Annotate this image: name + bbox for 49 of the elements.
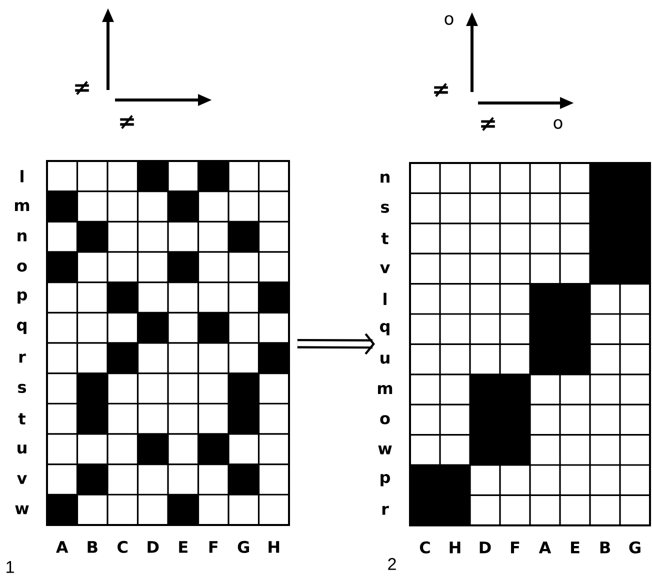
symbol-label: ≠ xyxy=(75,81,89,95)
axis-letter: F xyxy=(511,542,520,554)
axis-letter: v xyxy=(380,264,390,274)
axis-letter: F xyxy=(209,541,218,553)
axis-letter: B xyxy=(600,542,610,554)
axis-letter: s xyxy=(381,204,390,213)
symbol-label: ≠ xyxy=(120,115,134,129)
axis-letter: v xyxy=(17,475,27,484)
axis-letter: o xyxy=(380,415,390,424)
axis-letter: p xyxy=(380,474,390,486)
axis-letter: q xyxy=(380,322,390,336)
axis-letter: E xyxy=(179,541,188,553)
axis-letter: E xyxy=(571,542,580,554)
axis-letter: C xyxy=(118,540,128,553)
axis-letter: n xyxy=(18,232,26,242)
arrow xyxy=(297,333,375,355)
axis-letter: H xyxy=(268,541,280,553)
axis-letter: n xyxy=(380,174,390,183)
axis-letter: r xyxy=(382,506,389,515)
axis-letter: m xyxy=(15,202,30,211)
axis-letter: p xyxy=(18,291,27,304)
axis-letter: o xyxy=(17,262,27,272)
axis-letter: D xyxy=(480,542,491,554)
axis-letter: A xyxy=(56,541,68,553)
axis-letter: C xyxy=(420,541,430,554)
axis-letter: m xyxy=(378,385,392,394)
axis-letter: u xyxy=(380,354,390,364)
axis-letter: r xyxy=(19,354,26,363)
axis-letter: q xyxy=(17,322,26,334)
axis-letter: D xyxy=(148,541,159,553)
symbol-label: o xyxy=(444,15,454,25)
axis-letter: G xyxy=(238,540,250,553)
axis-letter: u xyxy=(18,444,26,454)
axis-letter: t xyxy=(18,413,26,424)
figure-number: 2 xyxy=(388,558,396,570)
axis-letter: B xyxy=(88,541,98,553)
symbol-label: o xyxy=(554,119,562,129)
axis-letter: A xyxy=(538,542,552,554)
figure-number: 1 xyxy=(6,561,14,573)
axis-letter: G xyxy=(629,541,640,554)
axis-letter: s xyxy=(18,384,26,394)
axis-letter: t xyxy=(381,232,388,244)
axis-letter: H xyxy=(450,542,460,554)
axis-letter: l xyxy=(20,170,24,182)
symbol-label: ≠ xyxy=(434,83,448,97)
axis-letter: w xyxy=(15,505,29,514)
axis-letter: l xyxy=(384,292,386,305)
axis-letter: w xyxy=(378,446,392,454)
symbol-label: ≠ xyxy=(481,117,495,131)
